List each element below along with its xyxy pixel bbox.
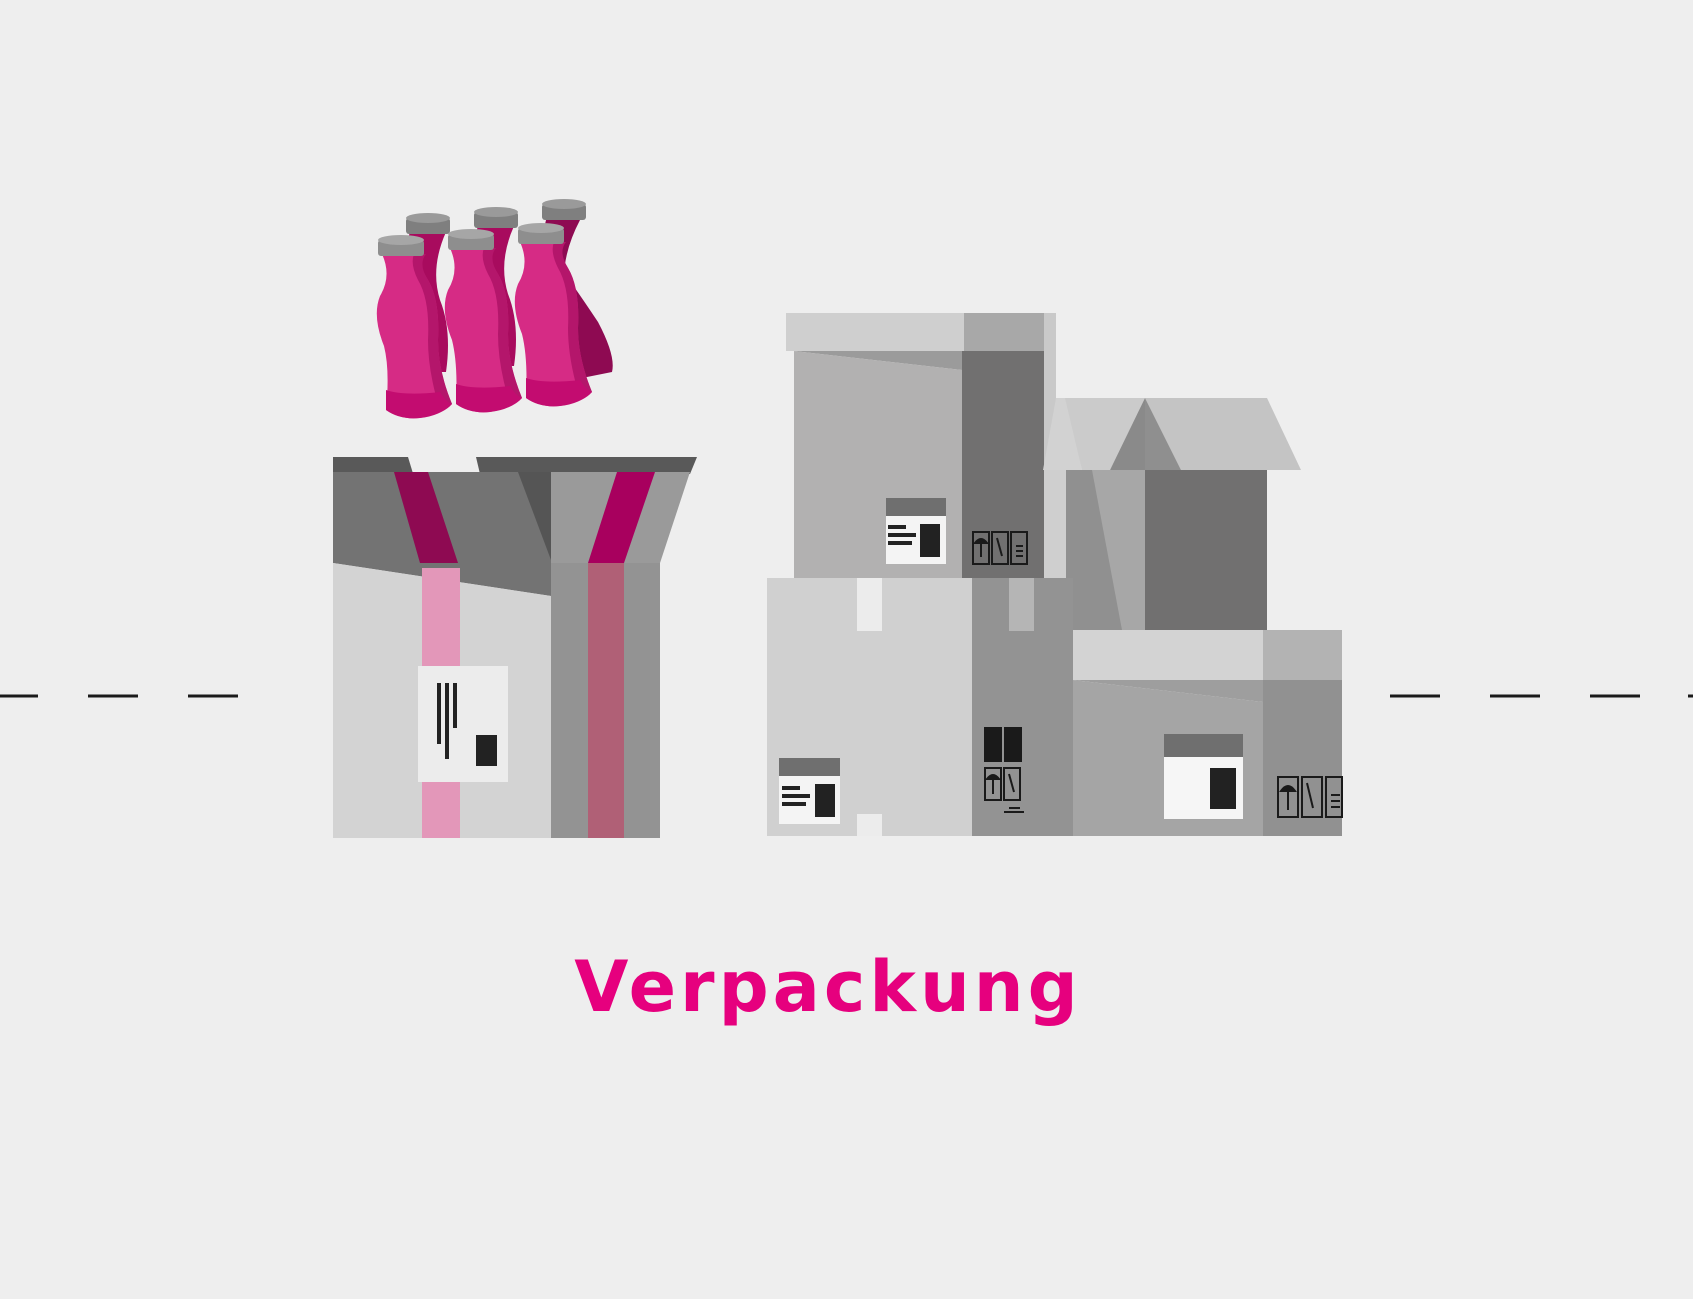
box-label (779, 758, 840, 824)
caption-title: Verpackung (574, 946, 1082, 1028)
bottle-front-3 (514, 223, 592, 407)
bottle-front-2 (444, 229, 522, 413)
box-bottom-left (767, 578, 1073, 836)
bottle-front-1 (376, 235, 452, 419)
handling-symbols (984, 727, 1024, 813)
bottle-six-pack-icon (376, 199, 613, 419)
shipping-label (418, 666, 508, 782)
handling-symbols (972, 531, 1028, 565)
handling-symbols (1277, 776, 1343, 818)
box-right-open (1043, 398, 1301, 630)
open-shipping-box-icon (333, 457, 697, 838)
box-label (886, 498, 946, 564)
stacked-cardboard-boxes-icon (767, 313, 1343, 836)
box-label (1164, 734, 1243, 819)
box-bottom-right (1073, 630, 1343, 836)
box-top-left (786, 313, 1056, 578)
